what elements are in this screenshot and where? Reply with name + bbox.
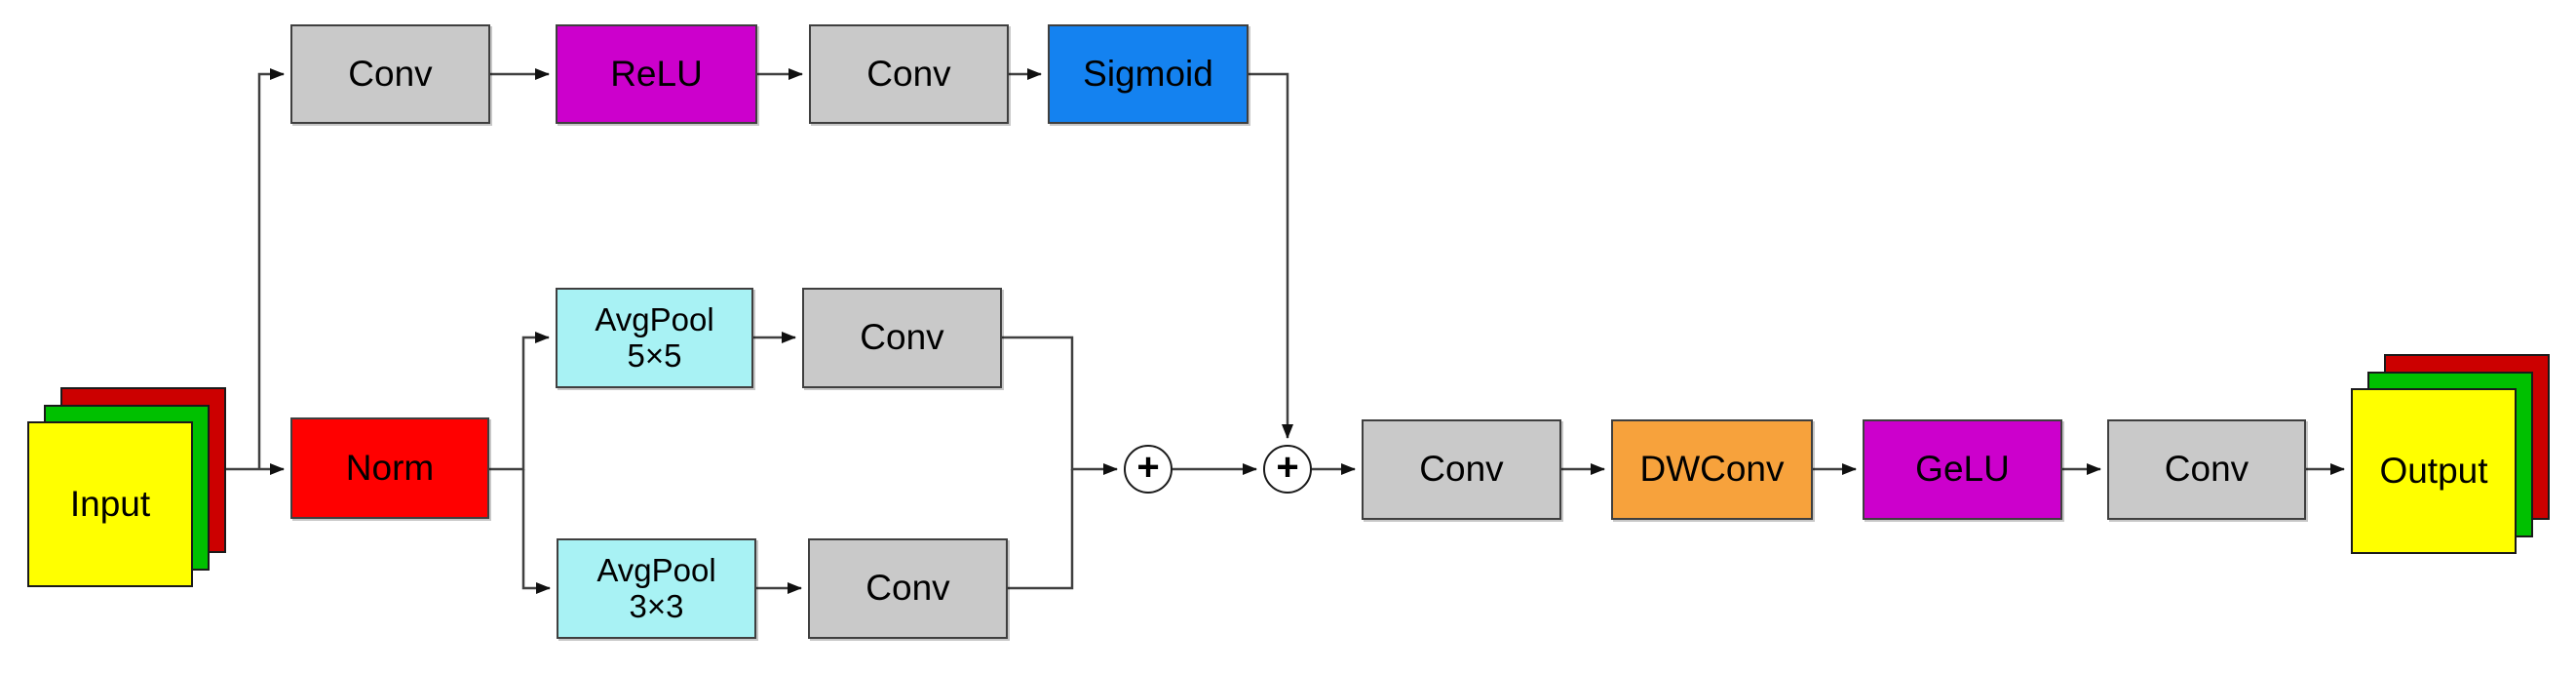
- node-avgpool-5x5-label-line2: 5×5: [627, 336, 682, 374]
- node-add-2-label: +: [1276, 446, 1299, 489]
- node-conv-top-2: Conv: [809, 24, 1009, 124]
- node-avgpool-5x5-label: AvgPool: [595, 300, 714, 337]
- node-dwconv-label: DWConv: [1639, 449, 1785, 490]
- node-add-2: +: [1263, 445, 1312, 494]
- node-conv-mid-top: Conv: [802, 288, 1002, 388]
- wire-convtop-merge-to-add1: [1002, 336, 1118, 475]
- node-norm: Norm: [290, 417, 489, 519]
- node-conv-main-2: Conv: [2107, 419, 2306, 520]
- node-conv-mid-bottom-label: Conv: [865, 568, 950, 609]
- node-dwconv: DWConv: [1611, 419, 1813, 520]
- node-add-1: +: [1124, 445, 1173, 494]
- wire-norm-to-avgpool5: [489, 332, 550, 471]
- wire-sigmoid-to-add2: [1249, 72, 1293, 439]
- node-add-1-label: +: [1136, 446, 1160, 489]
- wire-convbottom-merge: [1008, 469, 1074, 590]
- node-conv-top-1-label: Conv: [348, 53, 433, 94]
- node-conv-mid-top-label: Conv: [860, 317, 944, 358]
- wire-norm-to-avgpool3: [521, 469, 551, 594]
- node-conv-main-1-label: Conv: [1419, 449, 1504, 490]
- input-stack-layer-yellow: Input: [27, 421, 193, 587]
- node-gelu: GeLU: [1863, 419, 2062, 520]
- output-stack-layer-yellow: Output: [2351, 388, 2517, 554]
- node-avgpool-3x3-label: AvgPool: [596, 551, 716, 588]
- node-norm-label: Norm: [345, 447, 435, 488]
- node-relu: ReLU: [556, 24, 757, 124]
- node-sigmoid: Sigmoid: [1048, 24, 1249, 124]
- output-label: Output: [2379, 451, 2488, 491]
- node-conv-top-1: Conv: [290, 24, 490, 124]
- node-conv-top-2-label: Conv: [866, 53, 951, 94]
- node-conv-main-1: Conv: [1362, 419, 1561, 520]
- node-gelu-label: GeLU: [1915, 449, 2010, 490]
- node-avgpool-3x3-label-line2: 3×3: [629, 587, 684, 624]
- node-conv-main-2-label: Conv: [2164, 449, 2249, 490]
- node-relu-label: ReLU: [610, 53, 703, 94]
- node-sigmoid-label: Sigmoid: [1083, 53, 1213, 94]
- input-label: Input: [69, 484, 151, 524]
- node-conv-mid-bottom: Conv: [808, 538, 1008, 639]
- wire-branch-up-to-conv: [257, 68, 285, 469]
